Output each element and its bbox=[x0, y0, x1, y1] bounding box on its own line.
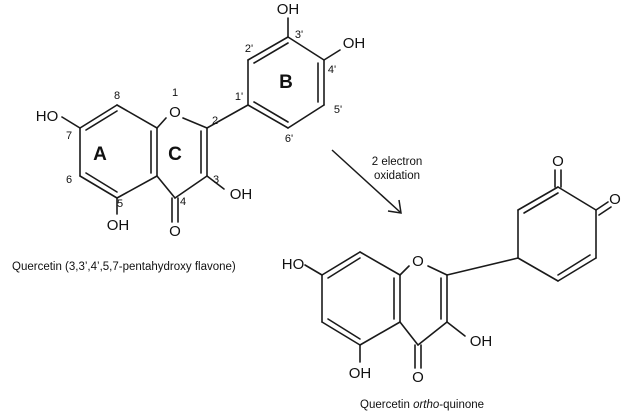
ring-oxygen-label: O bbox=[169, 104, 181, 121]
quinone-carbonyl-oxygen-label: O bbox=[412, 369, 424, 386]
position-2prime-label: 2' bbox=[245, 43, 253, 55]
hydroxyl-4prime-label: OH bbox=[343, 35, 366, 52]
position-3prime-label: 3' bbox=[295, 29, 303, 41]
position-1prime-label: 1' bbox=[235, 91, 243, 103]
hydroxyl-3prime-label: OH bbox=[277, 1, 300, 18]
quinone-hydroxyl-7-label: HO bbox=[282, 256, 305, 273]
ring-c-label: C bbox=[168, 144, 182, 165]
quercetin-caption: Quercetin (3,3’,4’,5,7-pentahydroxy flav… bbox=[12, 261, 236, 273]
quinone-caption: Quercetin ortho-quinone bbox=[360, 399, 484, 411]
quinone-hydroxyl-3-label: OH bbox=[470, 333, 493, 350]
position-1-label: 1 bbox=[172, 87, 178, 99]
position-8-label: 8 bbox=[114, 90, 120, 102]
quinone-hydroxyl-5-label: OH bbox=[349, 365, 372, 382]
quinone-oxygen-4prime-label: O bbox=[609, 191, 621, 208]
reaction-label-line1: 2 electron bbox=[372, 156, 423, 168]
position-6-label: 6 bbox=[66, 174, 72, 186]
position-4-label: 4 bbox=[180, 196, 186, 208]
ring-b-label: B bbox=[279, 72, 293, 93]
position-7-label: 7 bbox=[66, 130, 72, 142]
quinone-ring-oxygen-label: O bbox=[412, 253, 424, 270]
position-5-label: 5 bbox=[117, 198, 123, 210]
quinone-oxygen-3prime-label: O bbox=[552, 153, 564, 170]
position-4prime-label: 4' bbox=[328, 64, 336, 76]
quinone-structure: O HO OH OH O O O Quercetin ortho-quinone bbox=[282, 153, 621, 411]
reaction-label-line2: oxidation bbox=[374, 170, 420, 182]
position-3-label: 3 bbox=[213, 174, 219, 186]
hydroxyl-7-label: HO bbox=[36, 108, 59, 125]
ring-a-label: A bbox=[93, 144, 107, 165]
quercetin-structure: O HO OH OH O OH OH 8 1 7 2 6 3 5 4 2' 3'… bbox=[12, 1, 365, 273]
position-2-label: 2 bbox=[212, 115, 218, 127]
position-5prime-label: 5' bbox=[334, 104, 342, 116]
hydroxyl-3-label: OH bbox=[230, 186, 253, 203]
reaction-arrow: 2 electron oxidation bbox=[331, 149, 423, 214]
hydroxyl-5-label: OH bbox=[107, 217, 130, 234]
position-6prime-label: 6' bbox=[285, 133, 293, 145]
carbonyl-oxygen-label: O bbox=[169, 223, 181, 240]
